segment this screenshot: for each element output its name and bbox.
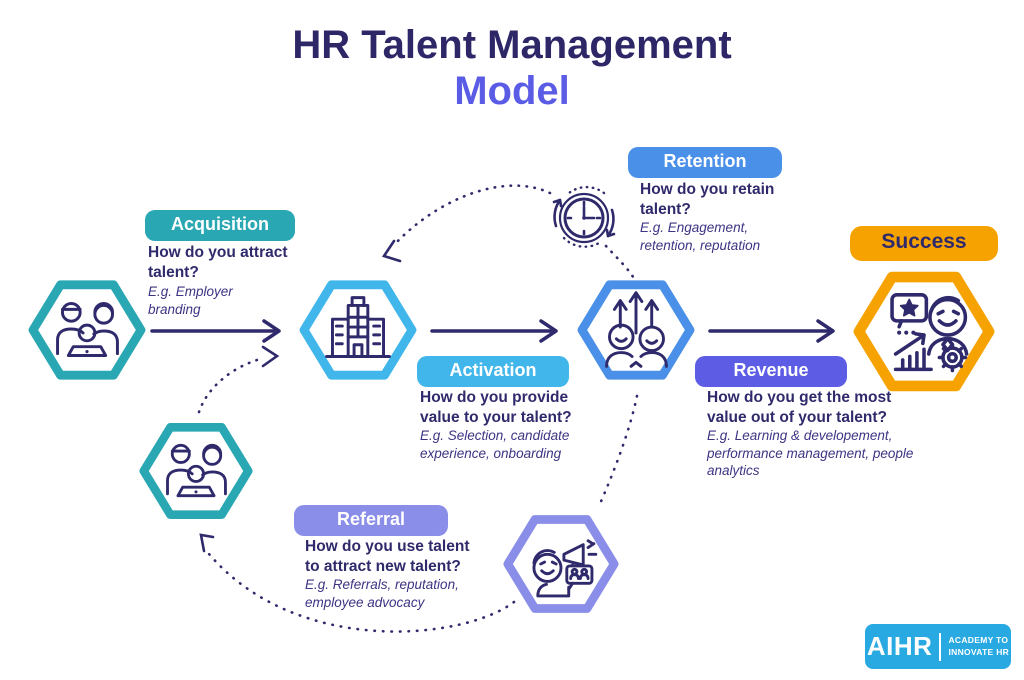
referrers-hexagon xyxy=(139,423,253,519)
success-badge: Success xyxy=(850,226,998,261)
clock-to-growth-dotted-path xyxy=(604,244,637,282)
aihr-logo-brand: AIHR xyxy=(866,631,933,661)
success-hexagon xyxy=(853,271,995,392)
revenue-example: E.g. Learning & developement, performanc… xyxy=(707,428,914,479)
retention-loop-arrowhead xyxy=(381,239,402,263)
team-icon xyxy=(56,302,119,357)
flow-arrow-3 xyxy=(708,319,835,343)
title-line1: HR Talent Management xyxy=(292,23,732,67)
activation-example: E.g. Selection, candidate experience, on… xyxy=(420,428,570,461)
advocacy-hexagon xyxy=(503,515,619,613)
growth-hexagon xyxy=(577,280,695,380)
retention-question: How do you retain talent? xyxy=(640,181,775,218)
retention-badge: Retention xyxy=(628,147,782,178)
retention-example: E.g. Engagement, retention, reputation xyxy=(640,220,761,253)
achiever-chart-gear-icon xyxy=(890,293,969,373)
clock-cycle-icon xyxy=(552,185,616,248)
activation-question: How do you provide value to your talent? xyxy=(420,389,572,426)
aihr-logo: AIHR ACADEMY TO INNOVATE HR xyxy=(865,624,1011,669)
revenue-badge: Revenue xyxy=(695,356,847,387)
flow-arrow-1 xyxy=(150,319,281,343)
referral-badge: Referral xyxy=(294,505,448,536)
aihr-logo-tagline: ACADEMY TO INNOVATE HR xyxy=(948,635,1010,657)
building-icon xyxy=(325,296,391,358)
acquisition-example: E.g. Employer branding xyxy=(148,284,233,317)
title-line2: Model xyxy=(454,69,570,113)
page-title: HR Talent Management Model xyxy=(0,22,1024,114)
referrers-to-flow-dotted-path xyxy=(197,356,266,414)
referrers-to-flow-arrowhead xyxy=(261,345,280,368)
retention-loop-dotted-path xyxy=(392,184,552,247)
megaphone-person-icon xyxy=(532,539,598,598)
flow-arrow-2 xyxy=(430,319,558,343)
acquisition-badge: Acquisition xyxy=(145,210,295,241)
referral-return-arrowhead xyxy=(199,533,215,553)
organization-hexagon xyxy=(299,280,417,380)
people-growth-icon xyxy=(605,291,668,368)
team-icon xyxy=(166,443,227,498)
referral-example: E.g. Referrals, reputation, employee adv… xyxy=(305,577,459,610)
referral-return-dotted-path xyxy=(207,552,516,633)
activation-badge: Activation xyxy=(417,356,569,387)
acquisition-question: How do you attract talent? xyxy=(148,244,288,281)
revenue-question: How do you get the most value out of you… xyxy=(707,389,892,426)
aihr-logo-divider xyxy=(939,632,942,661)
referral-question: How do you use talent to attract new tal… xyxy=(305,538,470,575)
candidates-hexagon xyxy=(28,280,146,380)
